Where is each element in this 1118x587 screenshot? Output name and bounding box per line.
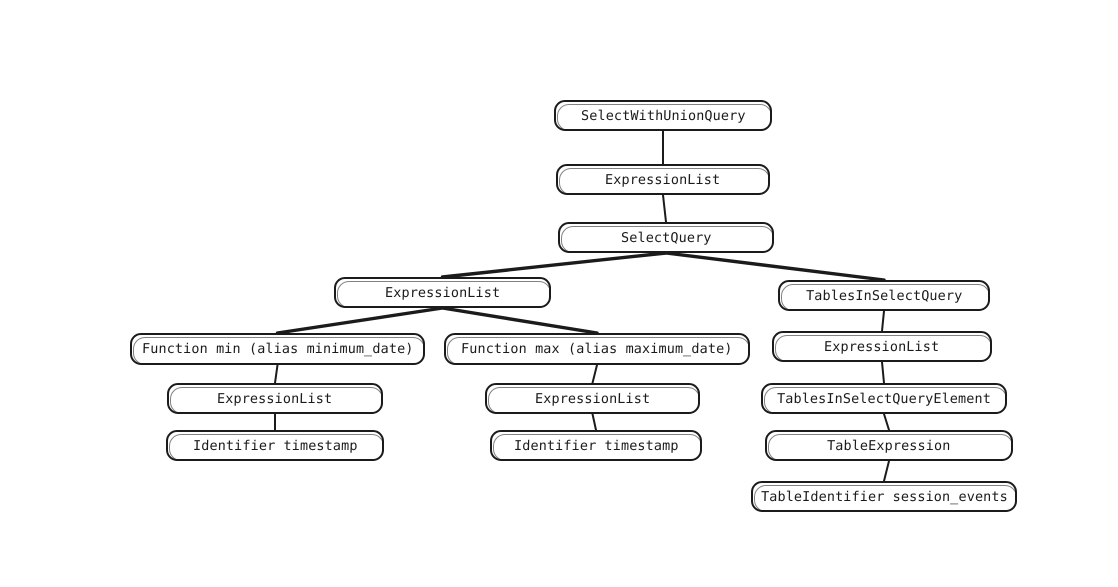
tree-edge	[591, 364, 598, 384]
tree-node[interactable]: TablesInSelectQueryElement	[761, 383, 1007, 414]
tree-node[interactable]: TableExpression	[765, 430, 1013, 461]
tree-node-label: TablesInSelectQueryElement	[776, 390, 992, 407]
tree-node[interactable]: Function min (alias minimum_date)	[130, 333, 425, 365]
tree-node[interactable]: TableIdentifier session_events	[751, 481, 1017, 512]
tree-node-label: Function min (alias minimum_date)	[141, 341, 414, 357]
tree-edge	[440, 306, 599, 335]
tree-edge	[662, 194, 667, 223]
tree-node[interactable]: SelectWithUnionQuery	[554, 100, 772, 131]
tree-node[interactable]: ExpressionList	[772, 331, 992, 362]
tree-edge	[881, 361, 885, 384]
tree-node[interactable]: ExpressionList	[167, 383, 383, 414]
tree-edge	[883, 413, 890, 431]
tree-node-label: ExpressionList	[534, 390, 651, 407]
tree-node-label: ExpressionList	[217, 390, 333, 407]
tree-node-label: TablesInSelectQuery	[805, 287, 963, 304]
tree-node[interactable]: TablesInSelectQuery	[778, 280, 990, 311]
tree-node[interactable]: Function max (alias maximum_date)	[444, 333, 750, 365]
tree-node-label: ExpressionList	[824, 338, 940, 355]
tree-node[interactable]: SelectQuery	[558, 222, 774, 253]
tree-edge	[440, 251, 668, 279]
tree-node-label: SelectWithUnionQuery	[580, 107, 746, 124]
tree-node-label: SelectQuery	[620, 229, 712, 246]
tree-edge	[591, 413, 597, 431]
tree-edge	[275, 306, 445, 335]
tree-node-label: Identifier timestamp	[192, 437, 358, 454]
tree-node-label: Identifier timestamp	[513, 437, 679, 454]
tree-node[interactable]: ExpressionList	[334, 277, 551, 308]
tree-node-label: TableIdentifier session_events	[760, 488, 1008, 505]
tree-node[interactable]: ExpressionList	[485, 383, 700, 414]
tree-node[interactable]: Identifier timestamp	[166, 430, 384, 461]
tree-edge	[883, 460, 890, 482]
tree-node[interactable]: ExpressionList	[556, 164, 770, 195]
tree-edge	[274, 364, 279, 384]
tree-node-label: Function max (alias maximum_date)	[461, 341, 733, 357]
tree-edge	[881, 310, 885, 332]
tree-node-label: TableExpression	[827, 437, 951, 454]
tree-node-label: ExpressionList	[605, 171, 721, 188]
tree-node-label: ExpressionList	[384, 284, 501, 301]
tree-node[interactable]: Identifier timestamp	[490, 430, 702, 461]
tree-edge	[664, 251, 886, 282]
